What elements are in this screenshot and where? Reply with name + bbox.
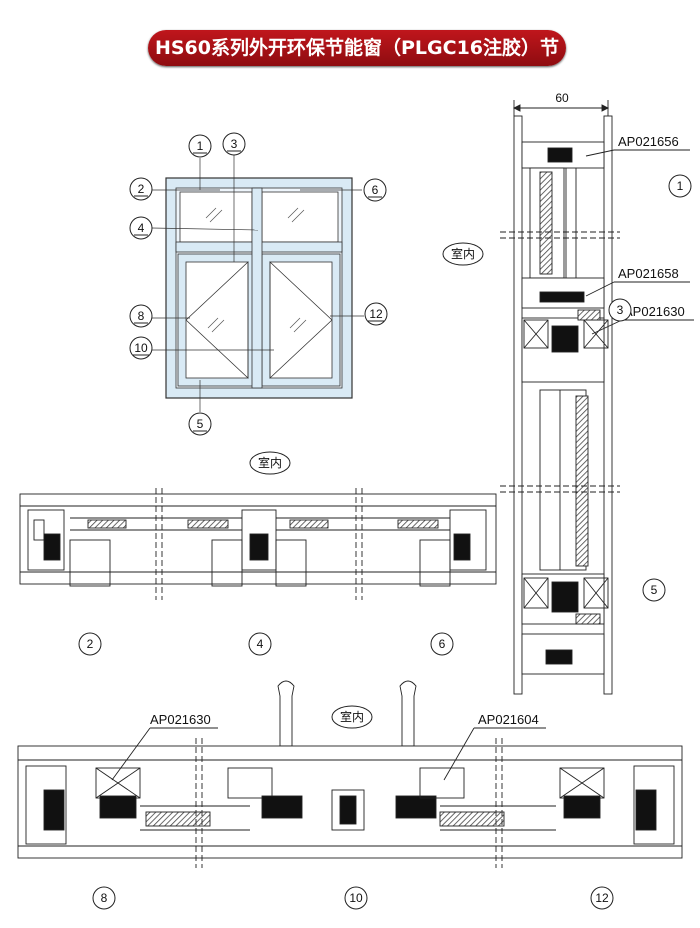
part-label-ap021656: AP021656 (618, 134, 679, 149)
svg-text:10: 10 (349, 891, 363, 905)
elevation-callout-5: 5 (188, 412, 212, 436)
part-label-ap021630-bottom: AP021630 (150, 712, 211, 727)
svg-text:4: 4 (257, 637, 264, 651)
svg-text:6: 6 (439, 637, 446, 651)
elevation-callout-8: 8 (129, 304, 153, 328)
svg-text:室内: 室内 (258, 455, 282, 470)
section-label-3: 3 (608, 298, 632, 322)
title-banner: HS60系列外开环保节能窗（PLGC16注胶）节点图 (148, 30, 566, 95)
svg-text:5: 5 (197, 417, 204, 431)
indoor-label-middle: 室内 (249, 451, 291, 475)
svg-text:4: 4 (138, 221, 145, 235)
svg-text:1: 1 (197, 139, 204, 153)
svg-text:12: 12 (369, 307, 383, 321)
part-label-ap021604: AP021604 (478, 712, 539, 727)
indoor-label-bottom: 室内 (331, 705, 373, 729)
section-label-5: 5 (642, 578, 666, 602)
section-horizontal-2-4-6 (19, 488, 497, 600)
svg-text:室内: 室内 (340, 709, 364, 724)
svg-text:5: 5 (651, 583, 658, 597)
svg-text:10: 10 (134, 341, 148, 355)
section-label-12: 12 (590, 886, 614, 910)
section-label-8: 8 (92, 886, 116, 910)
part-label-ap021630-right: AP021630 (624, 304, 685, 319)
svg-text:3: 3 (617, 303, 624, 317)
elevation-callout-4: 4 (129, 216, 153, 240)
elevation-callout-6: 6 (363, 178, 387, 202)
part-label-ap021658: AP021658 (618, 266, 679, 281)
section-horizontal-8-10-12 (17, 680, 683, 868)
elevation-callout-1: 1 (188, 134, 212, 158)
section-label-10: 10 (344, 886, 368, 910)
section-label-2: 2 (78, 632, 102, 656)
elevation-callout-10: 10 (129, 336, 153, 360)
svg-text:3: 3 (231, 137, 238, 151)
elevation-callout-12: 12 (364, 302, 388, 326)
elevation-callout-2: 2 (129, 177, 153, 201)
svg-text:室内: 室内 (451, 246, 475, 261)
indoor-label-right: 室内 (442, 242, 484, 266)
svg-text:6: 6 (372, 183, 379, 197)
svg-text:2: 2 (138, 182, 145, 196)
svg-text:1: 1 (677, 179, 684, 193)
svg-text:12: 12 (595, 891, 609, 905)
section-vertical-1-3-5 (500, 100, 694, 695)
svg-text:2: 2 (87, 637, 94, 651)
section-label-6: 6 (430, 632, 454, 656)
svg-text:8: 8 (138, 309, 145, 323)
svg-text:8: 8 (101, 891, 108, 905)
elevation-callout-3: 3 (222, 132, 246, 156)
window-elevation: 1 3 2 4 8 10 6 (129, 132, 388, 436)
section-label-1: 1 (668, 174, 692, 198)
section-label-4: 4 (248, 632, 272, 656)
dimension-60: 60 (555, 91, 569, 105)
